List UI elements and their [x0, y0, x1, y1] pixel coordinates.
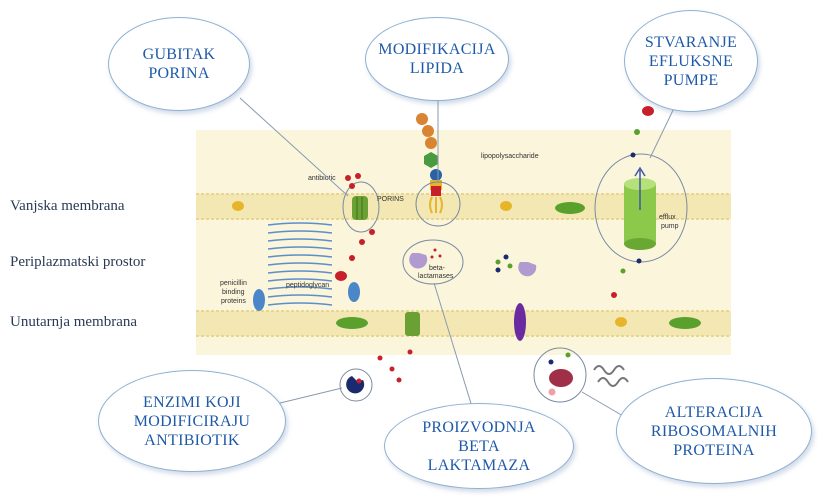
bubble-modifying-enzymes: ENZIMI KOJI MODIFICIRAJU ANTIBIOTIK — [98, 370, 286, 472]
outer-membrane-protein — [232, 201, 244, 211]
bubble-ribosome-text: ALTERACIJA RIBOSOMALNIH PROTEINA — [650, 403, 778, 459]
porins-label: PORINS — [377, 196, 404, 203]
bubble-ribosomal-alteration: ALTERACIJA RIBOSOMALNIH PROTEINA — [616, 378, 812, 484]
ribosome — [549, 369, 573, 387]
beta-lactamase-enzyme — [409, 253, 428, 269]
pbp-label: proteins — [221, 298, 246, 305]
pbp-label: binding — [222, 289, 245, 296]
inner-membrane-label: Unutarnja membrana — [10, 314, 138, 330]
beta-lactamase-label: beta- — [429, 265, 446, 272]
peptidoglycan-layer — [267, 222, 333, 306]
inner-membrane-protein — [615, 317, 627, 327]
beta-lactamase-label: lactamases — [418, 273, 454, 280]
bubble-beta-text: PROIZVODNJA BETA LAKTAMAZA — [422, 418, 536, 474]
antibiotic-label: antibiotic — [308, 175, 336, 182]
mrna-strand — [593, 365, 629, 387]
periplasm-label: Periplazmatski prostor — [10, 254, 146, 270]
outer-membrane-protein — [500, 201, 512, 211]
bubble-lipid-modification: MODIFIKACIJA LIPIDA — [365, 17, 509, 101]
inner-membrane — [196, 311, 731, 336]
efflux-label: pump — [661, 223, 679, 230]
inner-membrane-protein — [336, 317, 368, 329]
bubble-porin-loss: GUBITAK PORINA — [108, 17, 250, 111]
pbp-label: penicillin — [220, 280, 247, 287]
bubble-lipid-text: MODIFIKACIJA LIPIDA — [378, 41, 496, 77]
bubble-efflux-pump: STVARANJE EFLUKSNE PUMPE — [624, 10, 758, 112]
bubble-efflux-text: STVARANJE EFLUKSNE PUMPE — [644, 33, 738, 89]
outer-membrane-protein — [555, 202, 585, 214]
inner-membrane-protein — [514, 303, 526, 341]
inner-membrane-protein — [669, 317, 701, 329]
antibiotic-molecules — [345, 173, 617, 383]
inner-membrane-porin — [405, 312, 420, 336]
penicillin-binding-protein — [348, 282, 360, 302]
bubble-enzymes-text: ENZIMI KOJI MODIFICIRAJU ANTIBIOTIK — [133, 393, 251, 449]
modifying-enzyme — [346, 376, 365, 394]
lipopolysaccharide-chain — [416, 113, 443, 214]
bubble-porin-text: GUBITAK PORINA — [142, 46, 216, 82]
bubble-beta-lactamase: PROIZVODNJA BETA LAKTAMAZA — [384, 403, 574, 489]
connector-lines — [239, 96, 677, 421]
efflux-label: efflux — [659, 214, 676, 221]
peptidoglycan-label: peptidoglycan — [286, 282, 329, 289]
outer-membrane-label: Vanjska membrana — [10, 198, 125, 214]
penicillin-binding-protein — [253, 289, 265, 311]
porin-protein — [352, 196, 368, 220]
lps-label: lipopolysaccharide — [481, 153, 539, 160]
